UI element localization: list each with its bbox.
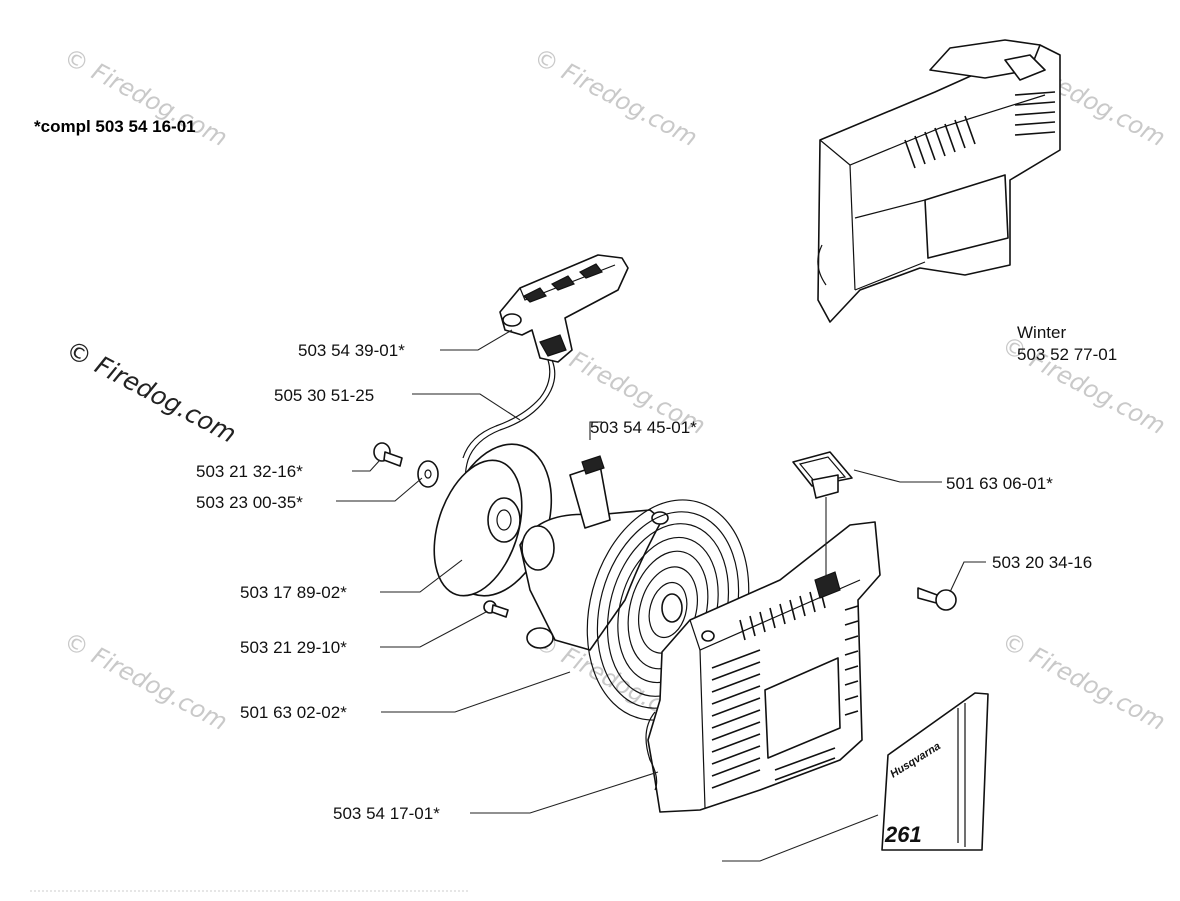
label-starter-cover: 503 54 17-01* bbox=[333, 804, 440, 823]
rope-pulley-part bbox=[433, 443, 553, 597]
label-washer: 503 23 00-35* bbox=[196, 493, 303, 512]
inset-label-line1: Winter bbox=[1017, 323, 1066, 342]
label-starter-rope: 505 30 51-25 bbox=[274, 386, 374, 405]
cover-screw-part bbox=[917, 587, 957, 611]
label-tab: 503 54 45-01* bbox=[590, 418, 697, 437]
label-screw: 503 21 32-16* bbox=[196, 462, 303, 481]
label-small-screw: 503 21 29-10* bbox=[240, 638, 347, 657]
watermark: © Firedog.com bbox=[997, 627, 1170, 737]
label-recoil-spring: 501 63 02-02* bbox=[240, 703, 347, 722]
label-starter-handle: 503 54 39-01* bbox=[298, 341, 405, 360]
leader-lines bbox=[336, 329, 986, 862]
starter-handle-part bbox=[499, 254, 629, 363]
watermark: © Firedog.com bbox=[529, 43, 702, 153]
starter-cover-part bbox=[645, 521, 881, 813]
screw-part bbox=[373, 442, 403, 467]
decal-part: Husqvarna 261 bbox=[881, 692, 989, 851]
recoil-housing-part bbox=[519, 455, 669, 651]
winter-cover-illustration bbox=[817, 39, 1061, 323]
washer-part bbox=[417, 460, 439, 488]
label-cover-screw: 503 20 34-16 bbox=[992, 553, 1092, 572]
assembly-title: *compl 503 54 16-01 bbox=[34, 117, 196, 136]
watermark: © Firedog.com bbox=[59, 627, 232, 737]
label-rubber-cap: 501 63 06-01* bbox=[946, 474, 1053, 493]
decal-model: 261 bbox=[884, 822, 922, 847]
small-screw-part bbox=[483, 600, 509, 618]
starter-rope-part bbox=[464, 359, 556, 496]
watermark-main: © Firedog.com bbox=[61, 335, 241, 449]
label-rope-pulley: 503 17 89-02* bbox=[240, 583, 347, 602]
part-labels: 503 54 39-01* 505 30 51-25 503 54 45-01*… bbox=[196, 341, 1092, 823]
inset-label-line2: 503 52 77-01 bbox=[1017, 345, 1117, 364]
rubber-cap-part bbox=[792, 451, 853, 578]
